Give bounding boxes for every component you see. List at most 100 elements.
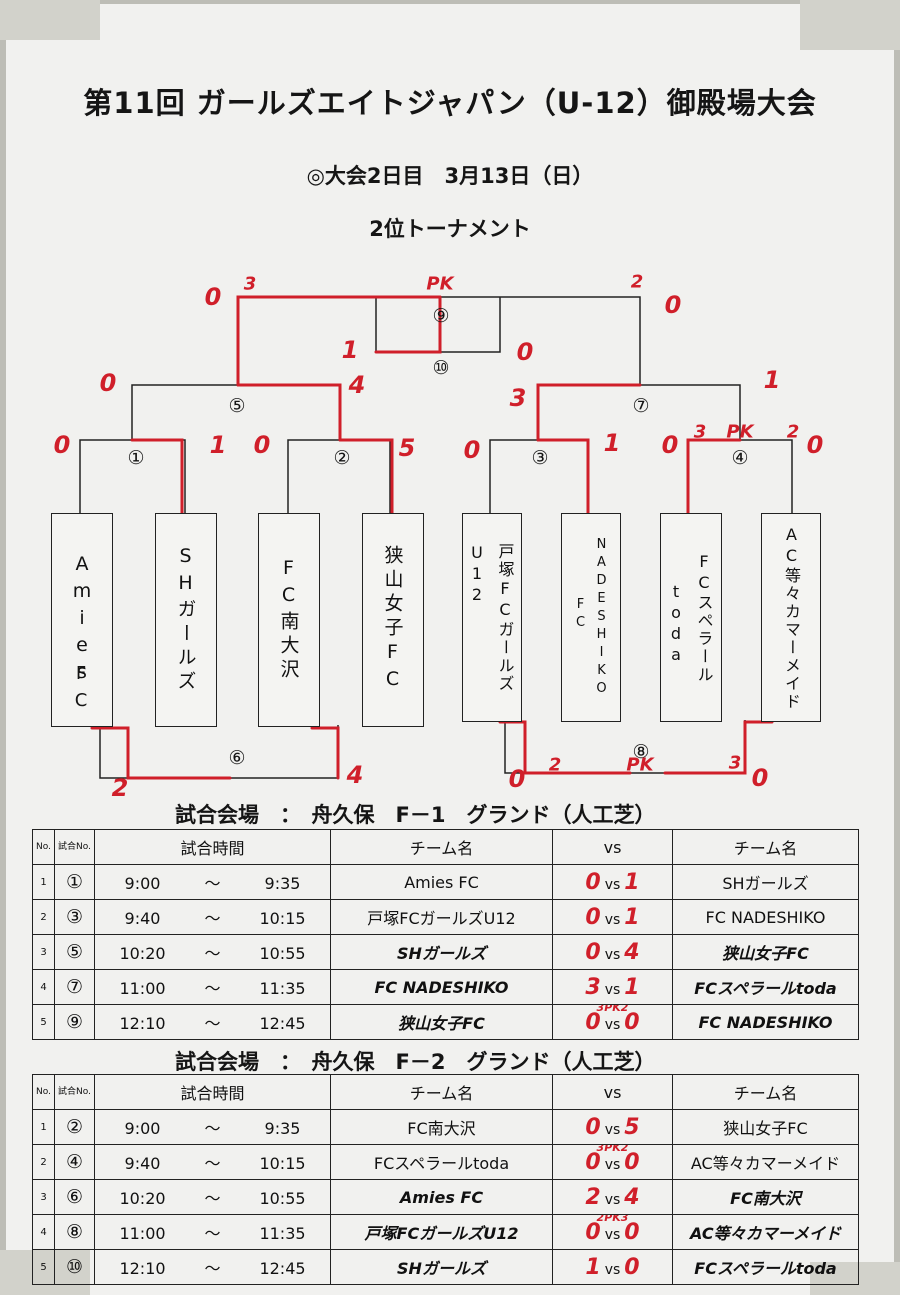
- away-score: 0: [624, 1254, 640, 1280]
- col-team2-header: チーム名: [672, 1074, 859, 1110]
- score-m8-pk-left: 2: [548, 754, 562, 776]
- row-match-no: ⑥: [54, 1179, 95, 1215]
- time-separator: ～: [204, 909, 221, 928]
- end-time: 12:45: [259, 1014, 306, 1033]
- away-score: 0: [624, 1149, 640, 1175]
- end-time: 9:35: [264, 1119, 301, 1138]
- row-time: 11:00～11:35: [94, 969, 331, 1005]
- vs-label: vs: [604, 1261, 621, 1278]
- score-m6-right: 4: [346, 761, 364, 789]
- vs-label: vs: [604, 876, 621, 893]
- home-score: 0: [585, 1219, 601, 1245]
- row-time: 12:10～12:45: [94, 1249, 331, 1285]
- row-home-team: SHガールズ: [330, 1249, 553, 1285]
- col-time-header: 試合時間: [94, 1074, 331, 1110]
- time-separator: ～: [204, 979, 221, 998]
- row-time: 9:00～9:35: [94, 864, 331, 900]
- time-separator: ～: [204, 1154, 221, 1173]
- team-box-nadeshiko-fc: NADESHIKO FC: [561, 513, 621, 722]
- pk-score: 3PK2: [596, 1004, 629, 1015]
- tape-top-left: [0, 0, 100, 40]
- score-m8-right: 0: [751, 764, 769, 792]
- match-label-8: ⑧: [632, 741, 650, 763]
- time-separator: ～: [204, 1014, 221, 1033]
- team-box-fc-speral-toda: FCスペラール toda: [660, 513, 722, 722]
- team-name-ac-todoroki-mermaid: AC等々カマーメイド: [782, 524, 801, 711]
- end-time: 12:45: [259, 1259, 306, 1278]
- team-box-fc-minami-osawa: FC南大沢: [258, 513, 320, 727]
- time-separator: ～: [204, 1189, 221, 1208]
- vs-label: vs: [604, 911, 621, 928]
- team-box-amies-fc: Amies: [51, 513, 113, 727]
- row-away-team: AC等々カマーメイド: [672, 1144, 859, 1180]
- score-m10-left: 1: [341, 336, 359, 364]
- day-subtitle: ◎大会2日目 3月13日（日）: [306, 164, 594, 188]
- start-time: 9:00: [124, 1119, 161, 1138]
- row-home-team: Amies FC: [330, 864, 553, 900]
- row-home-team: FC NADESHIKO: [330, 969, 553, 1005]
- away-score: 1: [624, 869, 640, 895]
- team-name-line: FC: [573, 596, 588, 633]
- team-name-totsuka-fc-girls: 戸塚FCガールズ U12: [468, 543, 517, 693]
- team-box-totsuka-fc-girls: 戸塚FCガールズ U12: [462, 513, 522, 722]
- end-time: 10:55: [259, 944, 306, 963]
- row-time: 12:10～12:45: [94, 1004, 331, 1040]
- match-label-5: ⑤: [228, 395, 246, 417]
- row-match-no: ⑨: [54, 1004, 95, 1040]
- row-no: 1: [32, 864, 55, 900]
- time-separator: ～: [204, 1119, 221, 1138]
- row-away-team: FCスペラールtoda: [672, 1249, 859, 1285]
- start-time: 9:40: [124, 1154, 161, 1173]
- team-name-line: FCスペラール: [694, 551, 714, 684]
- score-m6-left: 2: [111, 774, 129, 802]
- start-time: 9:40: [124, 909, 161, 928]
- score-m4-pk: PK: [726, 421, 754, 443]
- table-header-row: No. 試合No. 試合時間 チーム名 vs チーム名: [32, 829, 859, 865]
- row-time: 9:40～10:15: [94, 1144, 331, 1180]
- venue2-title: 試合会場 ： 舟久保 F－2 グランド（人工芝）: [175, 1050, 656, 1074]
- start-time: 9:00: [124, 874, 161, 893]
- team-name-line: Amies: [71, 552, 93, 688]
- score-m8-left: 0: [508, 765, 526, 793]
- row-time: 10:20～10:55: [94, 934, 331, 970]
- start-time: 10:20: [119, 944, 166, 963]
- row-home-team: Amies FC: [330, 1179, 553, 1215]
- row-match-no: ②: [54, 1109, 95, 1145]
- row-match-no: ⑤: [54, 934, 95, 970]
- row-home-team: 戸塚FCガールズU12: [330, 899, 553, 935]
- row-no: 5: [32, 1004, 55, 1040]
- vs-label: vs: [604, 1016, 621, 1033]
- away-score: 1: [624, 974, 640, 1000]
- start-time: 11:00: [119, 979, 166, 998]
- vs-label: vs: [604, 1191, 621, 1208]
- row-away-team: FC南大沢: [672, 1179, 859, 1215]
- vs-label: vs: [604, 1226, 621, 1243]
- col-vs-header: vs: [552, 1074, 673, 1110]
- score-m2-right: 5: [398, 434, 416, 462]
- team-name-amies-fc-line2: FC: [70, 663, 92, 717]
- row-away-team: 狭山女子FC: [672, 934, 859, 970]
- score-m9-pk: PK: [426, 273, 454, 295]
- time-separator: ～: [204, 1259, 221, 1278]
- bracket-title: 2位トーナメント: [369, 217, 531, 241]
- row-no: 2: [32, 1144, 55, 1180]
- away-score: 0: [624, 1009, 640, 1035]
- vs-label: vs: [604, 946, 621, 963]
- away-score: 1: [624, 904, 640, 930]
- col-team-header: チーム名: [330, 829, 553, 865]
- home-score: 3: [585, 974, 601, 1000]
- row-match-no: ⑩: [54, 1249, 95, 1285]
- score-m1-left: 0: [53, 431, 71, 459]
- score-m9-left: 0: [204, 283, 222, 311]
- vs-label: vs: [604, 1156, 621, 1173]
